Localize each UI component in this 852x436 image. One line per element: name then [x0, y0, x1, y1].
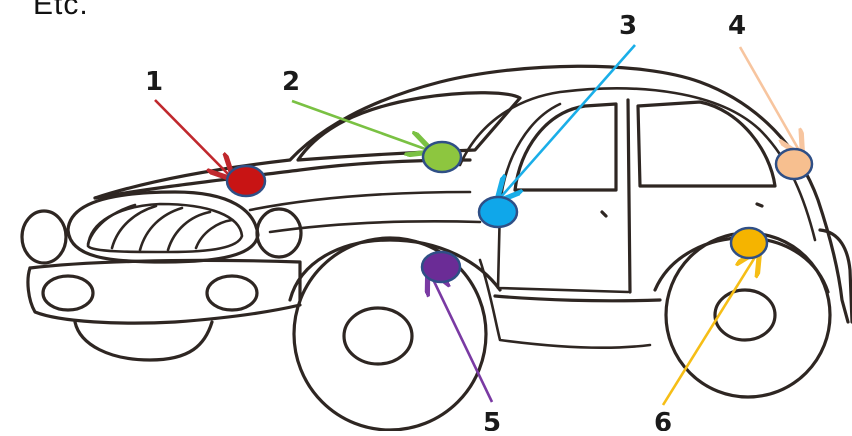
belt-line [250, 192, 480, 232]
car-outline [22, 66, 852, 430]
label-3: 3 [619, 11, 637, 41]
label-1: 1 [145, 67, 163, 97]
left-headlight [22, 211, 66, 263]
front-door [498, 104, 628, 292]
label-5: 5 [483, 408, 501, 431]
grille-inner [88, 204, 242, 252]
arrow-4 [740, 47, 800, 152]
underbody-line [480, 260, 650, 348]
door-divider [628, 100, 630, 292]
left-foglight [43, 276, 93, 310]
marker-4-dot [776, 149, 812, 179]
grille-slats [88, 205, 232, 250]
label-2: 2 [282, 67, 300, 97]
marker-1-dot [227, 166, 265, 196]
front-wheel-arch [290, 240, 500, 300]
arrow-5 [430, 273, 492, 402]
rocker-panel [495, 296, 660, 301]
right-foglight [207, 276, 257, 310]
arrow-1 [155, 100, 230, 176]
door-handle-rear [757, 204, 762, 206]
marker-5-dot [422, 252, 460, 282]
label-4: 4 [728, 11, 746, 41]
rear-hubcap [715, 290, 775, 340]
marker-6-dot [731, 228, 767, 258]
marker-2-dot [423, 142, 461, 172]
front-skirt [75, 322, 212, 360]
front-window [515, 104, 616, 190]
right-headlight [257, 209, 301, 257]
door-handle-front [602, 212, 606, 216]
label-6: 6 [654, 408, 672, 431]
marker-3-dot [479, 197, 517, 227]
front-hubcap [344, 308, 412, 364]
front-fascia [30, 260, 300, 300]
etc-text: Etc. [33, 0, 89, 22]
rear-bumper [820, 230, 852, 322]
rear-window [638, 102, 775, 186]
